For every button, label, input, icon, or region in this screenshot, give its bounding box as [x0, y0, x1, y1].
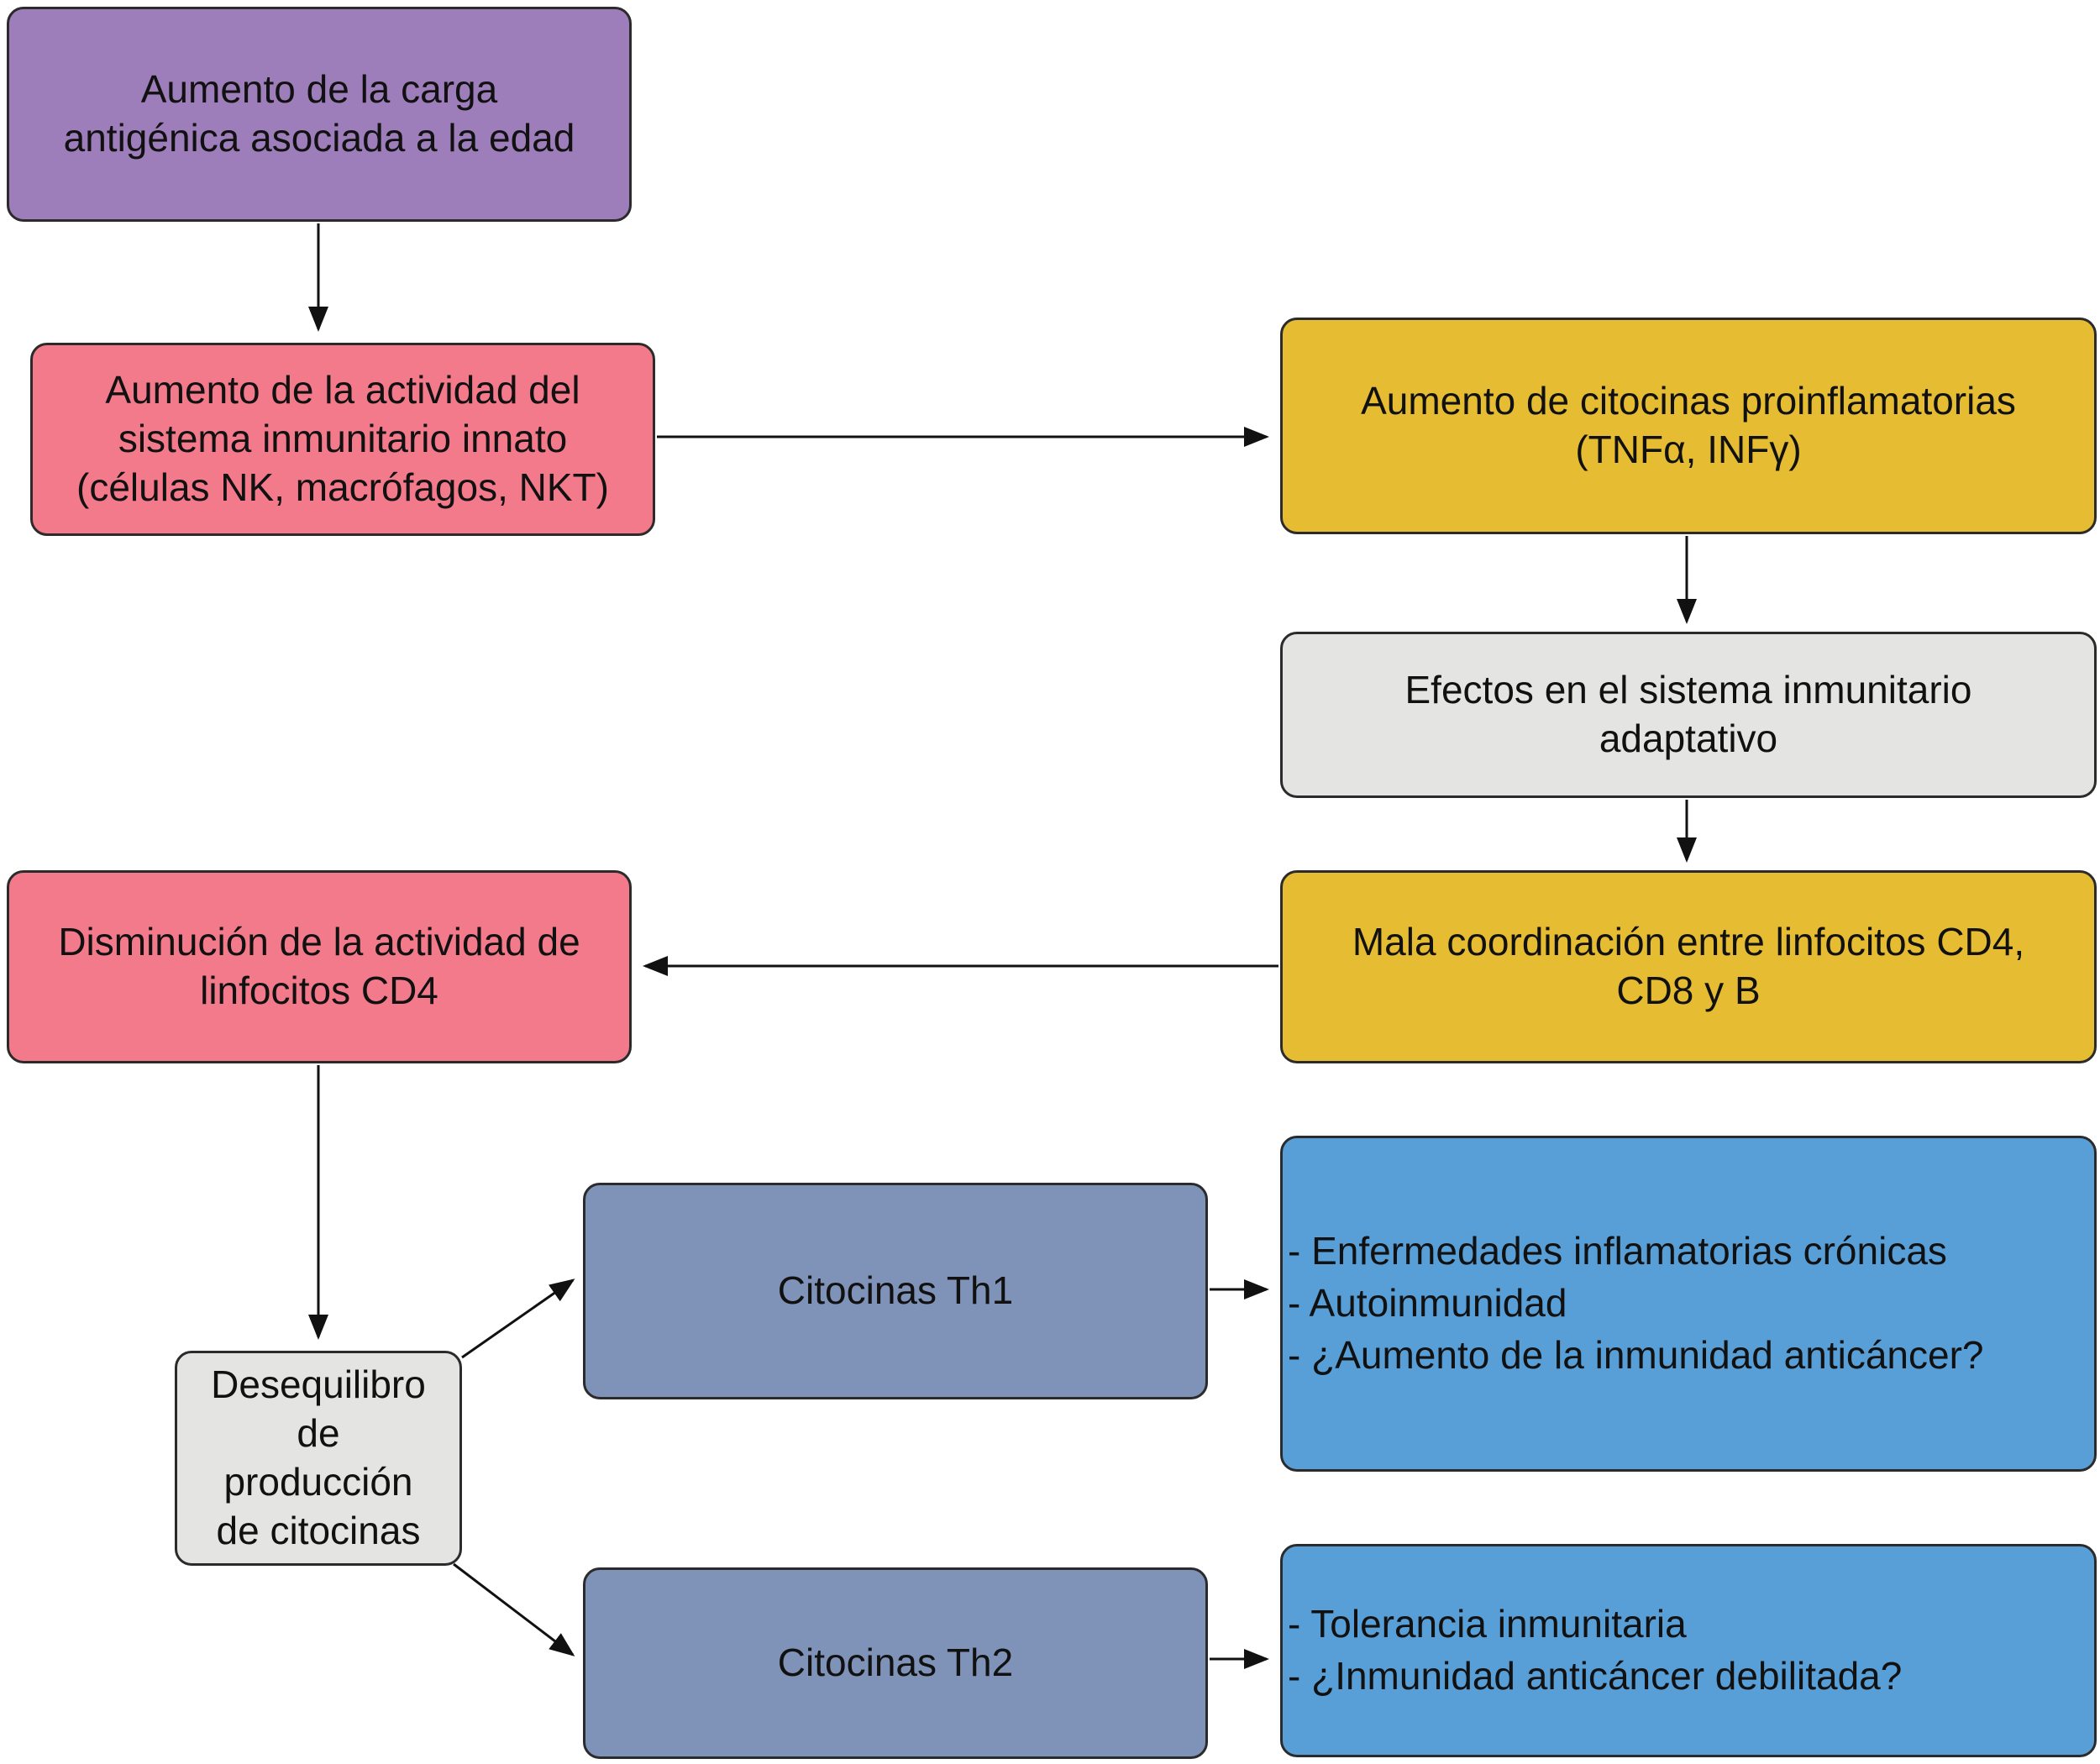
node-label: Citocinas Th2 [777, 1641, 1014, 1685]
arrow-desequilibrio-to-th2 [453, 1562, 575, 1656]
list-item: - Tolerancia inmunitaria [1288, 1602, 1687, 1646]
node-efectos-th1: - Enfermedades inflamatorias crónicas - … [1280, 1136, 2097, 1472]
node-label: Aumento de la carga antigénica asociada … [63, 67, 575, 160]
arrow-desequilibrio-to-th1 [461, 1278, 575, 1359]
node-sistema-inmunitario-adaptativo: Efectos en el sistema inmunitario adapta… [1280, 632, 2097, 798]
node-label: Mala coordinación entre linfocitos CD4, … [1352, 920, 2025, 1012]
list-item: - ¿Aumento de la inmunidad anticáncer? [1288, 1332, 1984, 1377]
node-label: Aumento de la actividad del sistema inmu… [76, 368, 609, 509]
node-citocinas-proinflamatorias: Aumento de citocinas proinflamatorias (T… [1280, 318, 2097, 534]
node-citocinas-th1: Citocinas Th1 [583, 1183, 1208, 1399]
list-item: - Autoinmunidad [1288, 1281, 1567, 1326]
effects-list: - Tolerancia inmunitaria - ¿Inmunidad an… [1288, 1599, 1902, 1703]
node-label: Desequilibro de producción de citocinas [211, 1362, 426, 1552]
node-citocinas-th2: Citocinas Th2 [583, 1567, 1208, 1759]
node-label: Disminución de la actividad de linfocito… [58, 920, 580, 1012]
effects-list: - Enfermedades inflamatorias crónicas - … [1288, 1226, 1983, 1382]
node-disminucion-cd4: Disminución de la actividad de linfocito… [7, 870, 632, 1063]
list-item: - ¿Inmunidad anticáncer debilitada? [1288, 1654, 1903, 1698]
node-label: Aumento de citocinas proinflamatorias (T… [1361, 379, 2016, 471]
node-mala-coordinacion: Mala coordinación entre linfocitos CD4, … [1280, 870, 2097, 1063]
node-sistema-inmunitario-innato: Aumento de la actividad del sistema inmu… [30, 343, 655, 536]
node-aumento-carga-antigenica: Aumento de la carga antigénica asociada … [7, 7, 632, 222]
node-label: Efectos en el sistema inmunitario adapta… [1404, 668, 1972, 760]
node-desequilibrio-citocinas: Desequilibro de producción de citocinas [175, 1351, 462, 1566]
node-efectos-th2: - Tolerancia inmunitaria - ¿Inmunidad an… [1280, 1544, 2097, 1757]
node-label: Citocinas Th1 [777, 1268, 1014, 1313]
list-item: - Enfermedades inflamatorias crónicas [1288, 1229, 1947, 1273]
